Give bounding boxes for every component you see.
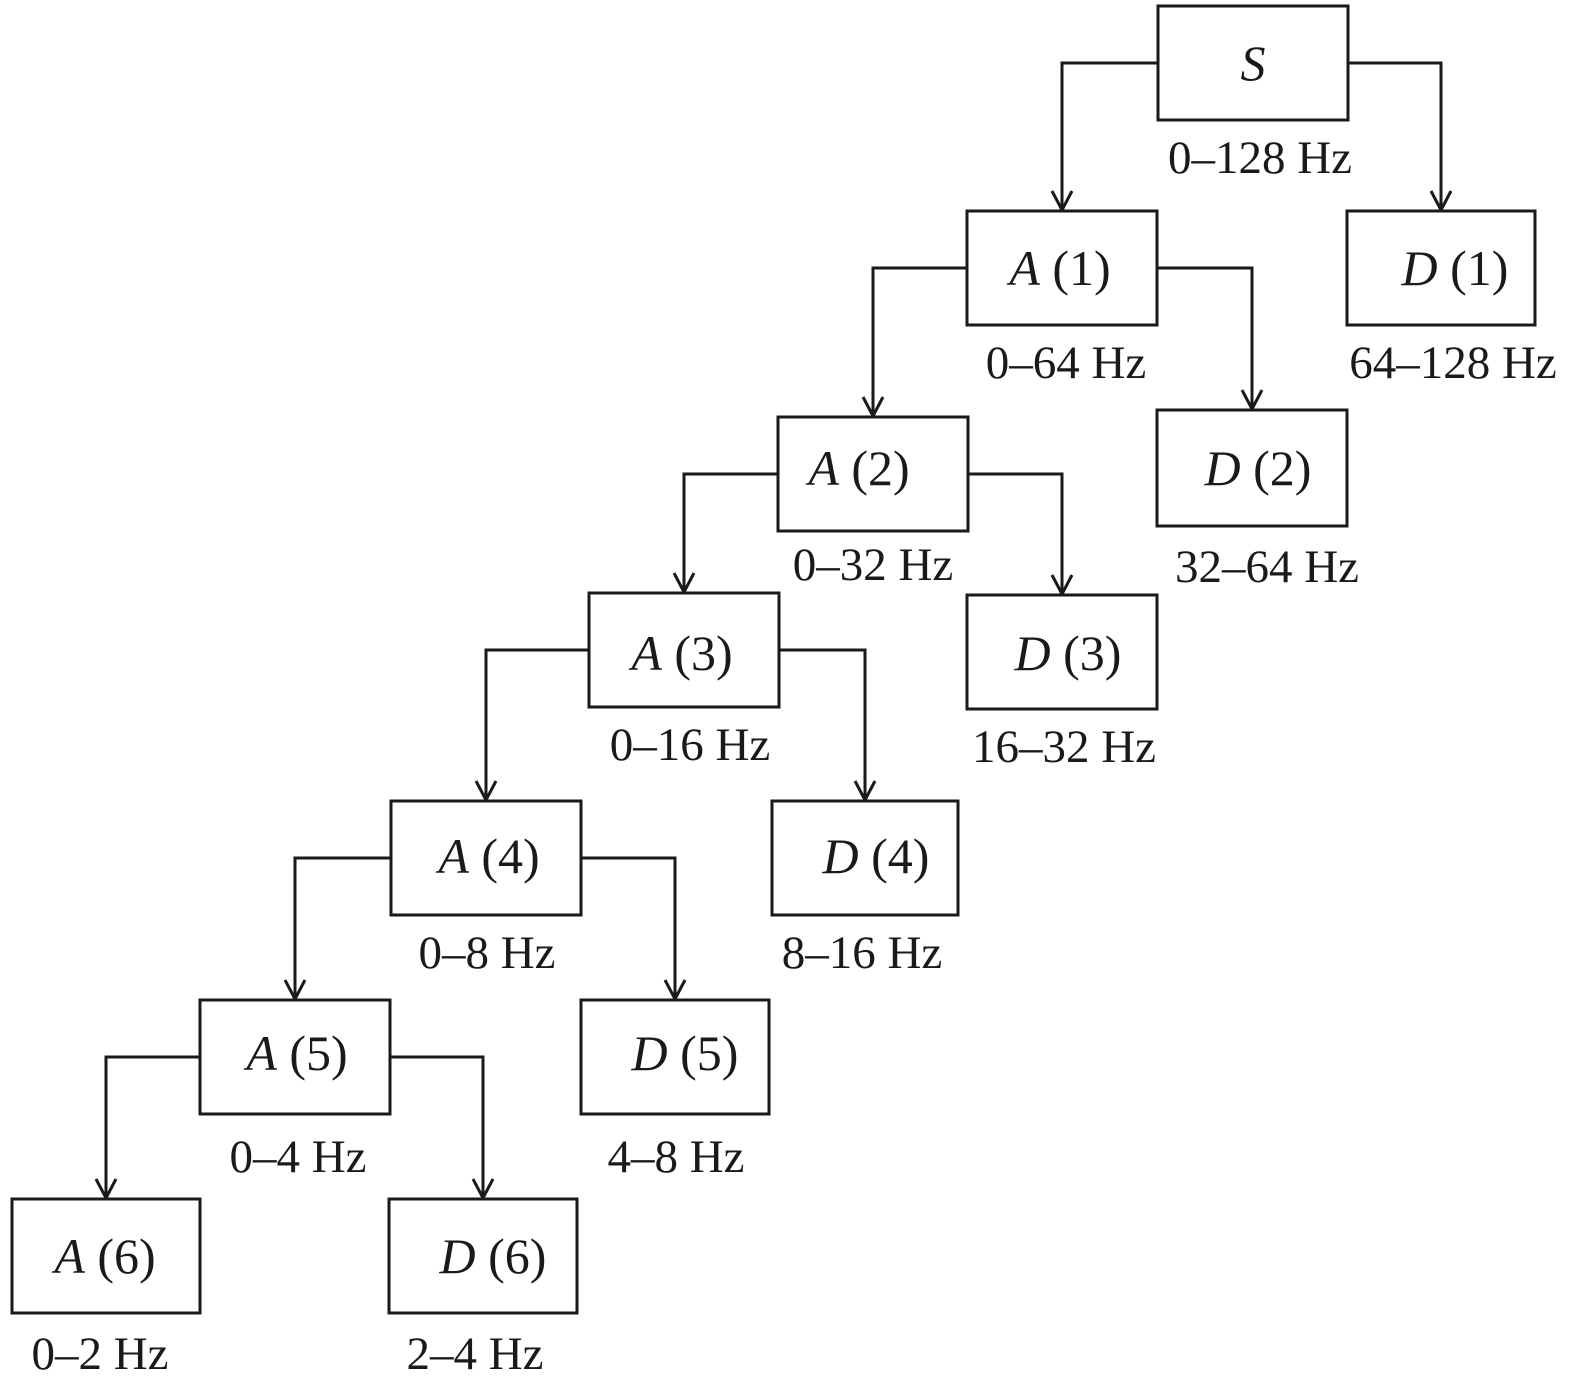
node-D6: D (6) 2–4 Hz [387,1197,579,1380]
node-S: S 0–128 Hz [1156,4,1352,184]
edge-line-A1-A2 [871,266,967,416]
node-D2-box [1155,408,1349,528]
node-D3-band: 16–32 Hz [972,721,1156,773]
edge-A1-D2 [1157,266,1264,413]
node-A3-box [587,591,781,709]
node-A5-band: 0–4 Hz [229,1131,366,1183]
node-D2: D (2) 32–64 Hz [1155,408,1359,593]
edge-A4-D5 [581,856,687,1003]
node-A2-label: A (2) [805,440,909,496]
node-D5: D (5) 4–8 Hz [579,998,771,1183]
node-A6: A (6) 0–2 Hz [10,1197,202,1380]
node-A5: A (5) 0–4 Hz [198,998,392,1183]
edge-A3-D4 [779,648,877,804]
edge-S-A1 [1050,61,1158,214]
node-A5-box [198,998,392,1116]
node-D6-band: 2–4 Hz [406,1328,543,1380]
node-A4-box [389,799,583,917]
node-D4: D (4) 8–16 Hz [770,799,960,979]
node-D5-label: D (5) [631,1025,739,1081]
edge-A3-A4 [474,648,589,804]
edge-line-A2-D3 [968,472,1064,594]
node-A5-label: A (5) [243,1025,347,1081]
node-D1: D (1) 64–128 Hz [1345,209,1557,389]
node-D3: D (3) 16–32 Hz [965,593,1159,773]
node-D2-label: D (2) [1204,440,1312,496]
node-D3-box [965,593,1159,711]
node-A4-label: A (4) [435,828,539,884]
edge-line-A4-A5 [293,856,391,999]
node-A3: A (3) 0–16 Hz [587,591,781,771]
edge-line-A5-D6 [390,1055,485,1198]
node-A1-box [965,209,1159,327]
edge-line-A4-D5 [581,856,677,999]
edge-line-A5-A6 [104,1055,200,1198]
edge-A4-A5 [283,856,391,1003]
node-A2-box [776,415,970,533]
node-S-band: 0–128 Hz [1168,132,1352,184]
node-A1: A (1) 0–64 Hz [965,209,1159,389]
edge-S-D1 [1348,61,1453,214]
edge-line-S-A1 [1060,61,1158,210]
node-A3-band: 0–16 Hz [610,719,771,771]
node-A2: A (2) 0–32 Hz [776,415,970,591]
node-A6-band: 0–2 Hz [31,1328,168,1380]
node-D1-band: 64–128 Hz [1349,337,1557,389]
edge-A5-A6 [94,1055,200,1202]
node-D6-label: D (6) [439,1228,547,1284]
node-A6-label: A (6) [51,1228,155,1284]
node-D4-band: 8–16 Hz [782,927,943,979]
node-A3-label: A (3) [628,625,732,681]
connectors [94,61,1453,1202]
edge-line-A3-A4 [484,648,589,800]
edge-line-A1-D2 [1157,266,1254,409]
node-A4-band: 0–8 Hz [418,927,555,979]
node-S-label: S [1241,35,1266,91]
node-D6-box [387,1197,579,1315]
node-D3-label: D (3) [1014,625,1122,681]
edge-A5-D6 [390,1055,495,1202]
node-D4-box [770,799,960,917]
node-A1-band: 0–64 Hz [986,337,1147,389]
node-D5-band: 4–8 Hz [607,1131,744,1183]
node-D1-box [1345,209,1537,327]
node-A1-label: A (1) [1006,240,1110,296]
node-D5-box [579,998,771,1116]
edge-A2-A3 [672,472,778,596]
node-S-box [1156,4,1350,122]
node-D2-band: 32–64 Hz [1175,541,1359,593]
edge-A1-A2 [861,266,967,420]
edge-line-A3-D4 [779,648,867,800]
node-A6-box [10,1197,202,1315]
node-D1-label: D (1) [1401,240,1509,296]
node-A2-band: 0–32 Hz [793,539,954,591]
edge-line-A2-A3 [682,472,778,592]
node-D4-label: D (4) [822,828,930,884]
node-A4: A (4) 0–8 Hz [389,799,583,979]
edge-line-S-D1 [1348,61,1443,210]
edge-A2-D3 [968,472,1074,598]
